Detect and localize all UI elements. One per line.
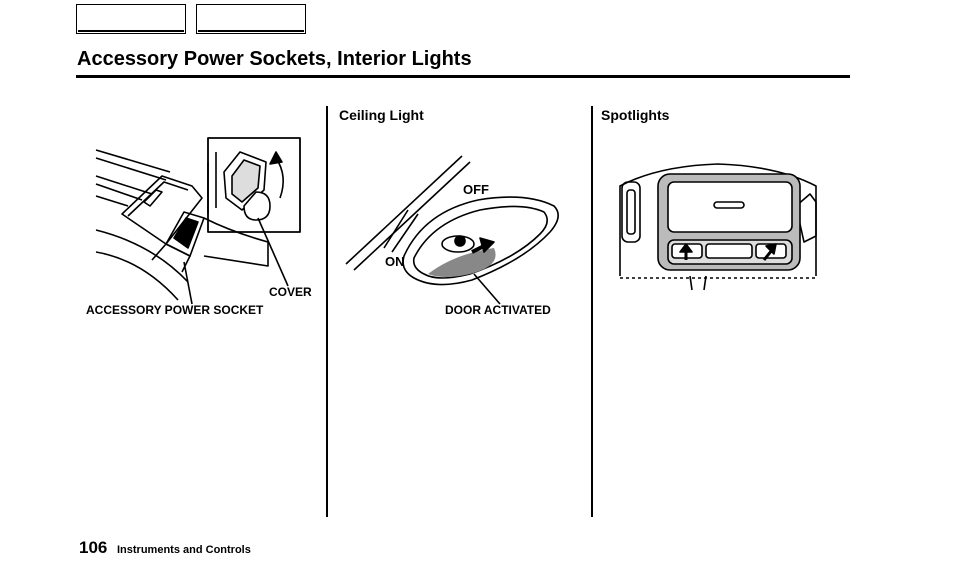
title-rule [76,75,850,78]
column-divider [326,106,328,517]
previous-page-button[interactable] [76,4,186,34]
ceiling-light-illustration [345,155,559,305]
page-number: 106 [79,538,108,557]
off-position-label: OFF [463,182,489,197]
door-activated-callout: DOOR ACTIVATED [445,303,551,317]
next-page-button[interactable] [196,4,306,34]
spotlights-illustration [619,163,817,291]
column-divider [591,106,593,517]
cover-callout: COVER [269,285,312,299]
spotlights-heading: Spotlights [601,107,670,123]
power-socket-callout: ACCESSORY POWER SOCKET [86,303,264,317]
footer-section-title: Instruments and Controls [117,544,251,556]
on-position-label: ON [385,254,405,269]
ceiling-light-heading: Ceiling Light [339,107,424,123]
page-title: Accessory Power Sockets, Interior Lights [77,48,472,70]
power-socket-illustration [95,137,301,305]
